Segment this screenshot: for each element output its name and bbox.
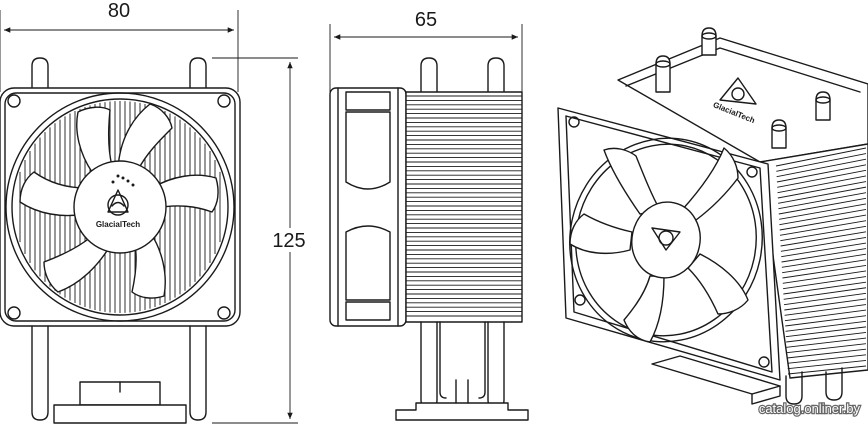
fin-line [787, 348, 867, 359]
watermark: catalog.onliner.by [759, 401, 861, 416]
fin-line [782, 259, 867, 274]
fin-line [775, 147, 867, 167]
fin-line [778, 203, 867, 220]
fin-line [780, 231, 867, 247]
fin-line [783, 292, 867, 306]
isometric-view: GlacialTech [557, 27, 868, 405]
fan-hub [73, 160, 167, 254]
fin-line [779, 214, 867, 231]
fin-line [778, 186, 867, 204]
iso-fins [775, 147, 867, 375]
fin-line [776, 153, 867, 172]
fin-line [782, 270, 867, 284]
depth-dimension: 65 [329, 9, 523, 92]
fin-line [785, 326, 867, 338]
fin-line [786, 332, 867, 343]
fin-line [778, 197, 867, 215]
fin-line [787, 365, 867, 375]
fin-line [780, 236, 867, 252]
width-label: 80 [108, 0, 130, 22]
fin-line [784, 298, 867, 311]
fin-line [778, 192, 867, 210]
heatpipe-caps [655, 27, 831, 149]
fin-line [784, 309, 867, 322]
front-view: 80 [0, 0, 312, 424]
fin-line [782, 264, 867, 279]
brand-logo-front: GlacialTech [96, 174, 140, 229]
fin-line [781, 248, 867, 263]
side-view: 65 [329, 9, 529, 421]
iso-fan-hub [631, 201, 701, 279]
fin-line [776, 158, 867, 178]
fin-line [779, 209, 867, 226]
fin-line [779, 220, 867, 236]
fin-line [783, 281, 867, 295]
fin-line [787, 354, 867, 364]
fin-line [781, 242, 867, 258]
fin-line [780, 225, 867, 242]
fin-line [785, 320, 867, 332]
fin-line [784, 304, 867, 316]
fin-line [785, 315, 867, 327]
fin-line [786, 337, 867, 348]
fin-line [787, 359, 867, 370]
side-fins [406, 95, 522, 317]
fin-line [777, 181, 867, 199]
fin-line [776, 164, 867, 183]
width-dimension: 80 [0, 0, 239, 92]
fin-line [777, 169, 867, 188]
height-dimension: 125 [212, 57, 312, 424]
fin-line [786, 343, 867, 354]
depth-label: 65 [415, 9, 437, 31]
fin-line [777, 175, 867, 194]
fin-line [783, 287, 867, 300]
fin-line [781, 253, 867, 268]
iso-fan-blades [569, 147, 749, 343]
fin-line [783, 276, 867, 290]
brand-text-front: GlacialTech [96, 220, 140, 229]
height-label: 125 [272, 230, 305, 252]
